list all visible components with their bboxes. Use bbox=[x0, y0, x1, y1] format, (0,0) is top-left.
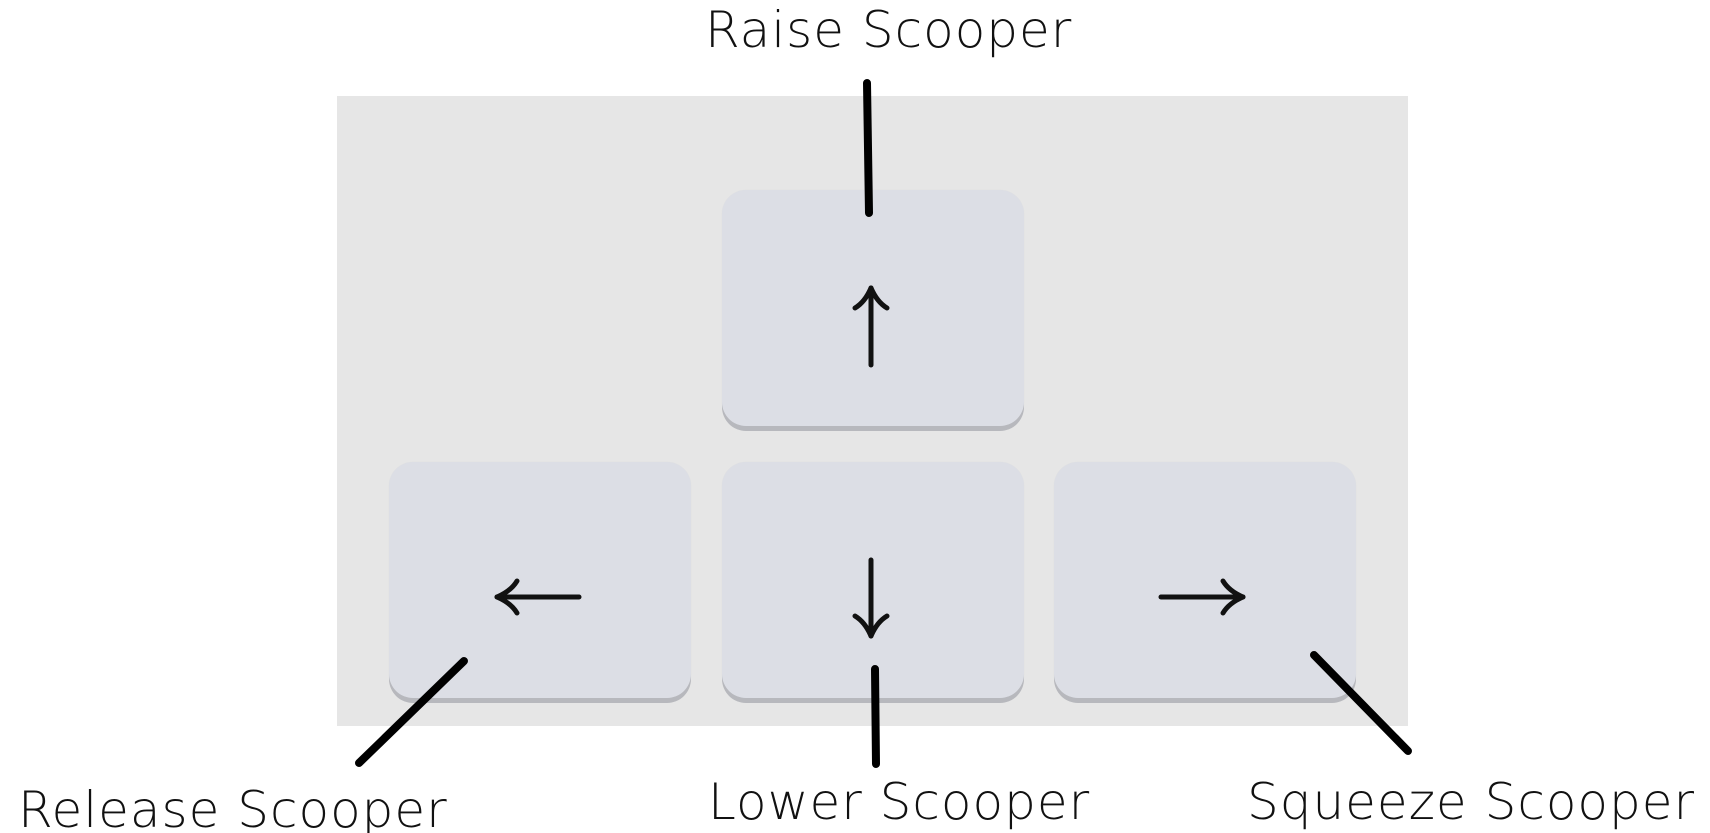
arrow-down-icon bbox=[852, 557, 890, 639]
left-arrow-key bbox=[389, 462, 691, 698]
arrow-right-icon bbox=[1158, 578, 1246, 616]
down-arrow-key bbox=[722, 462, 1024, 698]
right-arrow-key bbox=[1054, 462, 1356, 698]
lower-scooper-label: Lower Scooper bbox=[708, 773, 1091, 831]
lower-leader-line bbox=[871, 665, 880, 768]
arrow-left-icon bbox=[494, 578, 582, 616]
arrow-up-icon bbox=[852, 285, 890, 368]
raise-leader-line bbox=[863, 79, 873, 217]
squeeze-leader-line bbox=[1310, 651, 1412, 755]
release-scooper-label: Release Scooper bbox=[18, 781, 448, 833]
release-leader-line bbox=[355, 657, 468, 767]
up-arrow-key bbox=[722, 190, 1024, 426]
squeeze-scooper-label: Squeeze Scooper bbox=[1247, 773, 1696, 831]
raise-scooper-label: Raise Scooper bbox=[705, 1, 1073, 59]
